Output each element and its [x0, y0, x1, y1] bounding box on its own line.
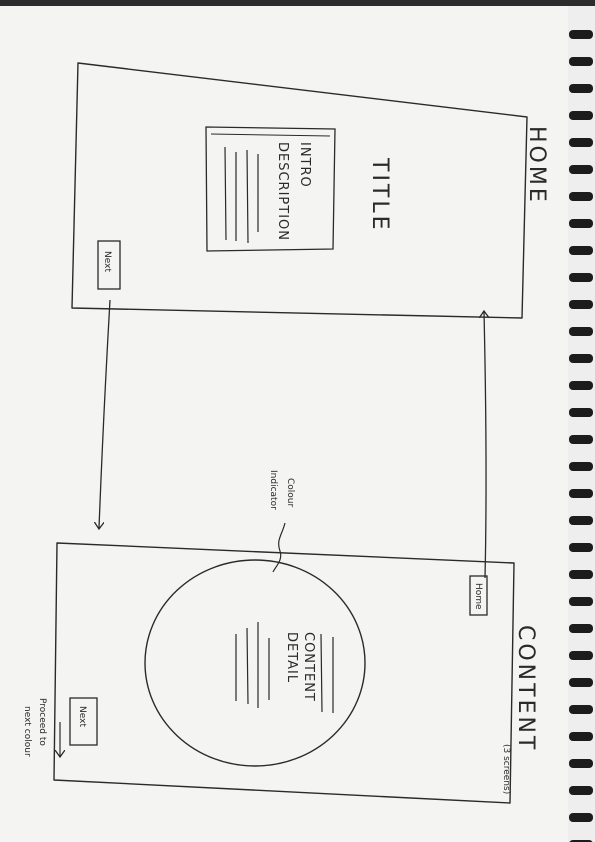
content-text-lines	[235, 622, 334, 713]
binding-ring	[569, 570, 593, 579]
right-binding-strip	[568, 6, 595, 842]
colour-indicator-line1: Colour	[285, 478, 295, 508]
spiral-binding	[569, 30, 593, 842]
binding-ring	[569, 57, 593, 66]
content-home-button-box	[469, 575, 488, 616]
dark-top-edge	[0, 0, 595, 6]
binding-ring	[569, 30, 593, 39]
content-screen: CONTENT DETAIL CONTENT (3 screens) Home …	[22, 470, 538, 804]
binding-ring	[569, 354, 593, 363]
binding-ring	[569, 651, 593, 660]
arrow-content-to-home	[484, 312, 486, 579]
binding-ring	[569, 327, 593, 336]
binding-ring	[569, 84, 593, 93]
arrow-home-to-content	[99, 299, 111, 528]
binding-ring	[569, 246, 593, 255]
binding-ring	[569, 111, 593, 120]
content-detail-line2: DETAIL	[284, 632, 299, 683]
binding-ring	[569, 705, 593, 714]
content-home-button-label: Home	[473, 583, 483, 610]
content-detail-line1: CONTENT	[301, 632, 316, 702]
content-next-button-label: Next	[77, 706, 87, 727]
home-next-button-box	[97, 240, 121, 290]
binding-ring	[569, 435, 593, 444]
home-title: TITLE	[367, 157, 392, 233]
content-home-button[interactable]: Home	[469, 575, 488, 616]
colour-indicator-pointer	[272, 522, 286, 573]
binding-ring	[569, 759, 593, 768]
next-note-line2: next colour	[22, 706, 32, 757]
content-detail-block: CONTENT DETAIL	[235, 622, 334, 713]
home-next-button[interactable]: Next	[97, 240, 121, 290]
content-screen-frame	[53, 542, 515, 804]
binding-ring	[569, 192, 593, 201]
binding-ring	[569, 813, 593, 822]
content-next-button-box	[69, 697, 98, 746]
binding-ring	[569, 381, 593, 390]
intro-description-line2: DESCRIPTION	[275, 142, 290, 241]
binding-ring	[569, 786, 593, 795]
colour-circle	[144, 559, 366, 767]
home-next-button-label: Next	[102, 251, 112, 272]
binding-ring	[569, 219, 593, 228]
binding-ring	[569, 489, 593, 498]
content-screen-label: CONTENT	[513, 625, 538, 752]
home-screen-label: HOME	[524, 126, 549, 205]
binding-ring	[569, 516, 593, 525]
binding-ring	[569, 273, 593, 282]
binding-ring	[569, 732, 593, 741]
binding-ring	[569, 597, 593, 606]
intro-description-line1: INTRO	[297, 142, 312, 188]
intro-description-box: INTRO DESCRIPTION	[205, 126, 336, 252]
content-screen-label-note: (3 screens)	[501, 744, 511, 794]
intro-text-lines	[224, 146, 259, 244]
home-screen-frame	[71, 62, 528, 319]
intro-box-outline	[205, 126, 336, 252]
binding-ring	[569, 678, 593, 687]
intro-box-inner-line	[210, 133, 331, 137]
next-note-line1: Proceed to	[37, 698, 47, 746]
content-next-button[interactable]: Next	[69, 697, 98, 746]
home-screen: INTRO DESCRIPTION TITLE HOME Next	[71, 62, 549, 319]
binding-ring	[569, 462, 593, 471]
binding-ring	[569, 543, 593, 552]
binding-ring	[569, 165, 593, 174]
binding-ring	[569, 624, 593, 633]
paper-background	[0, 6, 568, 842]
binding-ring	[569, 300, 593, 309]
colour-indicator-line2: Indicator	[268, 470, 278, 510]
binding-ring	[569, 138, 593, 147]
binding-ring	[569, 408, 593, 417]
